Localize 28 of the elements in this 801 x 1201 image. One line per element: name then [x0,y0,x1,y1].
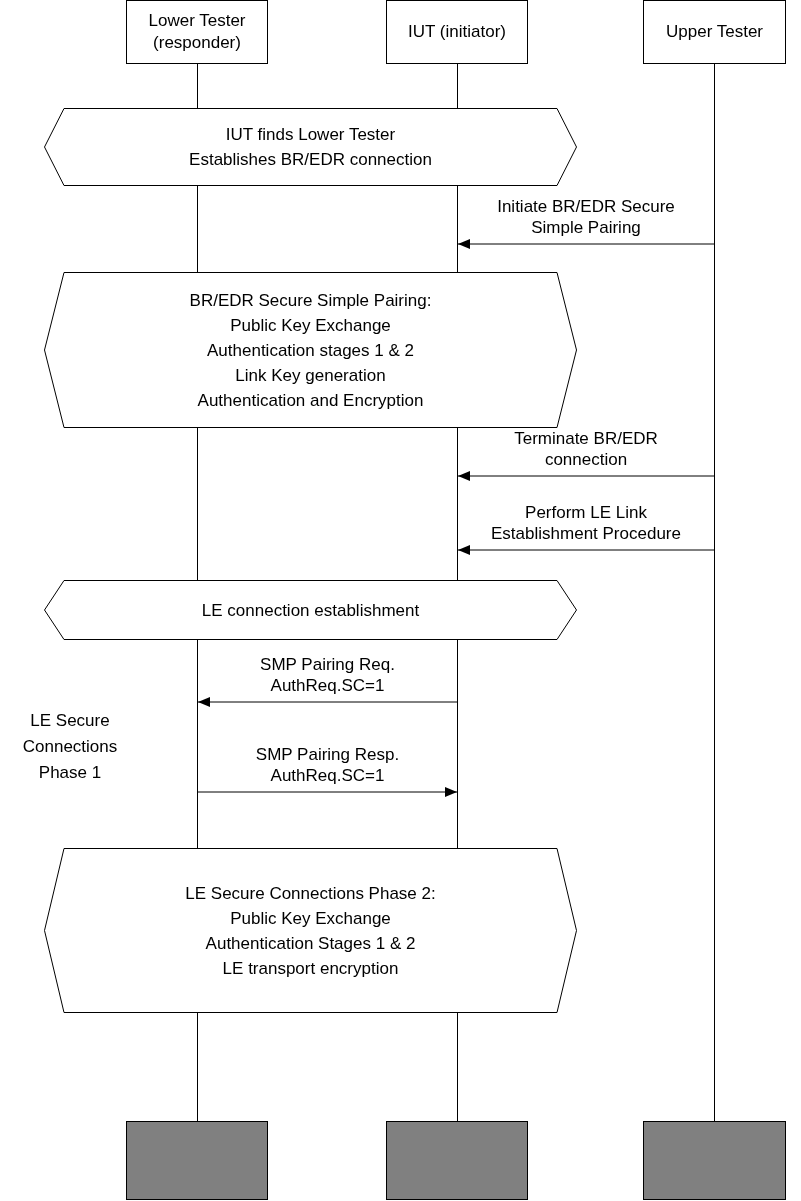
hexagon-text: Authentication Stages 1 & 2 [205,932,416,955]
lifeline-header [126,0,268,64]
participant-name: IUT (initiator) [408,21,506,43]
lifeline-header [643,0,786,64]
hexagon-text: LE connection establishment [201,599,420,622]
participant-name: Lower Tester (responder) [147,10,247,54]
message-arrow [197,787,458,797]
message-arrow [457,545,715,555]
phase-note: LE Secure Connections Phase 1 [21,710,119,784]
hexagon-text: Public Key Exchange [230,314,391,337]
hexagon-text: Authentication stages 1 & 2 [207,339,414,362]
hexagon-text: IUT finds Lower Tester [225,124,396,146]
hexagon-text: LE Secure Connections Phase 2: [185,882,436,905]
terminal-block [126,1121,268,1200]
hexagon-text: Link Key generation [235,364,386,387]
message-arrow [457,239,715,249]
message-arrow [457,471,715,481]
lifeline-header [386,0,528,64]
hexagon-text: BR/EDR Secure Simple Pairing: [189,289,432,312]
hexagon-text: Public Key Exchange [230,907,391,930]
participant-name: Upper Tester [666,21,763,43]
terminal-block [643,1121,786,1200]
terminal-block [386,1121,528,1200]
hexagon-text: Establishes BR/EDR connection [189,149,432,171]
hexagon-text: LE transport encryption [222,957,399,980]
hexagon-text: Authentication and Encryption [197,389,424,412]
message-arrow [197,697,458,707]
lifeline [714,64,715,1121]
